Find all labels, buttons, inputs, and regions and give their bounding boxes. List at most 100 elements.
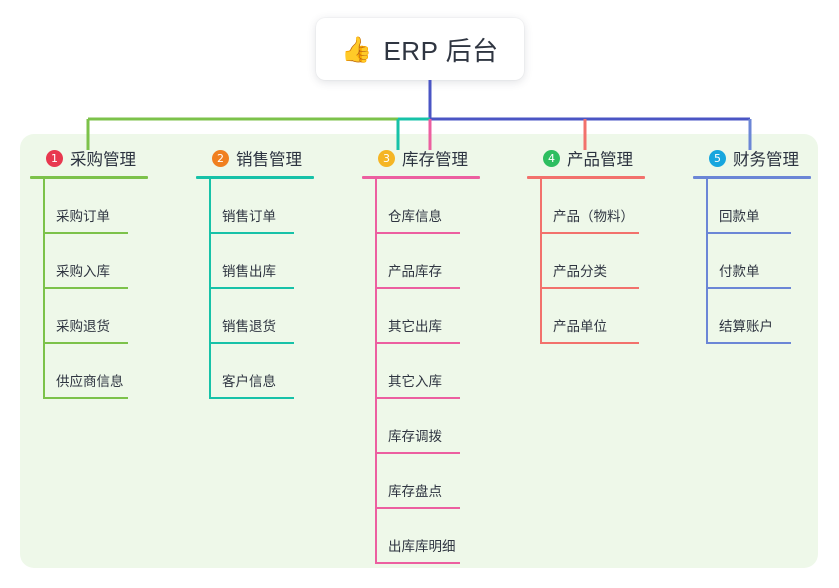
list-item-rule (44, 287, 128, 289)
list-item[interactable]: 销售出库 (196, 234, 346, 289)
list-item-label: 采购入库 (56, 264, 110, 279)
list-item-label: 销售订单 (222, 209, 276, 224)
column-header-2[interactable]: 2 销售管理 (196, 146, 346, 170)
list-item-rule (44, 342, 128, 344)
column-header-1[interactable]: 1 采购管理 (30, 146, 180, 170)
list-item-rule (376, 397, 460, 399)
list-item-label: 采购退货 (56, 319, 110, 334)
list-item-label: 付款单 (719, 264, 760, 279)
column-trunk-4 (540, 179, 542, 344)
column-badge-5: 5 (709, 149, 726, 167)
column-rule-5 (693, 176, 811, 179)
list-item-rule (210, 397, 294, 399)
column-5: 5 财务管理回款单付款单结算账户 (693, 146, 839, 344)
list-item-label: 供应商信息 (56, 374, 124, 389)
column-badge-3: 3 (378, 149, 395, 167)
column-badge-2: 2 (212, 149, 229, 167)
list-item-rule (707, 287, 791, 289)
list-item-rule (44, 397, 128, 399)
column-title-5: 财务管理 (733, 151, 799, 169)
column-rule-4 (527, 176, 645, 179)
list-item-label: 回款单 (719, 209, 760, 224)
list-item-label: 销售出库 (222, 264, 276, 279)
column-title-4: 产品管理 (567, 151, 633, 169)
list-item-rule (376, 452, 460, 454)
column-rule-3 (362, 176, 480, 179)
column-items-2: 销售订单销售出库销售退货客户信息 (196, 179, 346, 399)
list-item-label: 其它出库 (388, 319, 442, 334)
list-item-rule (376, 287, 460, 289)
list-item-label: 仓库信息 (388, 209, 442, 224)
list-item-rule (541, 232, 639, 234)
column-title-1: 采购管理 (70, 151, 136, 169)
list-item-label: 库存调拨 (388, 429, 442, 444)
list-item-rule (376, 232, 460, 234)
list-item-rule (707, 232, 791, 234)
list-item[interactable]: 回款单 (693, 179, 839, 234)
list-item-label: 产品单位 (553, 319, 607, 334)
column-rule-2 (196, 176, 314, 179)
list-item-label: 产品库存 (388, 264, 442, 279)
column-title-3: 库存管理 (402, 151, 468, 169)
list-item-rule (541, 342, 639, 344)
column-badge-4: 4 (543, 149, 560, 167)
list-item-label: 客户信息 (222, 374, 276, 389)
list-item-rule (541, 287, 639, 289)
column-1: 1 采购管理采购订单采购入库采购退货供应商信息 (30, 146, 180, 399)
thumbs-up-icon: 👍 (341, 35, 373, 64)
root-node[interactable]: 👍 ERP 后台 (316, 18, 524, 80)
list-item-rule (376, 342, 460, 344)
list-item[interactable]: 客户信息 (196, 344, 346, 399)
column-header-4[interactable]: 4 产品管理 (527, 146, 687, 170)
list-item-rule (210, 342, 294, 344)
column-3: 3 库存管理仓库信息产品库存其它出库其它入库库存调拨库存盘点出库库明细 (362, 146, 512, 564)
list-item[interactable]: 采购入库 (30, 234, 180, 289)
list-item-label: 其它入库 (388, 374, 442, 389)
root-title: ERP 后台 (383, 35, 499, 66)
list-item[interactable]: 销售订单 (196, 179, 346, 234)
column-trunk-2 (209, 179, 211, 399)
list-item[interactable]: 出库库明细 (362, 509, 512, 564)
list-item-rule (376, 562, 460, 564)
list-item-label: 产品（物料） (553, 209, 634, 224)
list-item-label: 采购订单 (56, 209, 110, 224)
list-item[interactable]: 其它出库 (362, 289, 512, 344)
list-item-rule (210, 287, 294, 289)
list-item[interactable]: 库存调拨 (362, 399, 512, 454)
column-header-3[interactable]: 3 库存管理 (362, 146, 512, 170)
column-badge-1: 1 (46, 149, 63, 167)
list-item[interactable]: 采购订单 (30, 179, 180, 234)
list-item[interactable]: 产品库存 (362, 234, 512, 289)
column-2: 2 销售管理销售订单销售出库销售退货客户信息 (196, 146, 346, 399)
list-item[interactable]: 产品分类 (527, 234, 687, 289)
column-title-2: 销售管理 (236, 151, 302, 169)
list-item[interactable]: 产品单位 (527, 289, 687, 344)
list-item-label: 库存盘点 (388, 484, 442, 499)
column-items-1: 采购订单采购入库采购退货供应商信息 (30, 179, 180, 399)
list-item[interactable]: 库存盘点 (362, 454, 512, 509)
list-item[interactable]: 仓库信息 (362, 179, 512, 234)
list-item[interactable]: 付款单 (693, 234, 839, 289)
list-item-label: 结算账户 (719, 319, 773, 334)
list-item[interactable]: 供应商信息 (30, 344, 180, 399)
list-item[interactable]: 采购退货 (30, 289, 180, 344)
list-item-label: 销售退货 (222, 319, 276, 334)
list-item-rule (44, 232, 128, 234)
list-item[interactable]: 销售退货 (196, 289, 346, 344)
column-trunk-3 (375, 179, 377, 564)
column-trunk-1 (43, 179, 45, 399)
list-item[interactable]: 其它入库 (362, 344, 512, 399)
column-header-5[interactable]: 5 财务管理 (693, 146, 839, 170)
list-item[interactable]: 产品（物料） (527, 179, 687, 234)
column-rule-1 (30, 176, 148, 179)
list-item[interactable]: 结算账户 (693, 289, 839, 344)
list-item-rule (210, 232, 294, 234)
column-trunk-5 (706, 179, 708, 344)
list-item-label: 产品分类 (553, 264, 607, 279)
list-item-rule (376, 507, 460, 509)
diagram-panel (20, 134, 818, 568)
column-items-5: 回款单付款单结算账户 (693, 179, 839, 344)
list-item-rule (707, 342, 791, 344)
column-4: 4 产品管理产品（物料） 产品分类产品单位 (527, 146, 687, 344)
